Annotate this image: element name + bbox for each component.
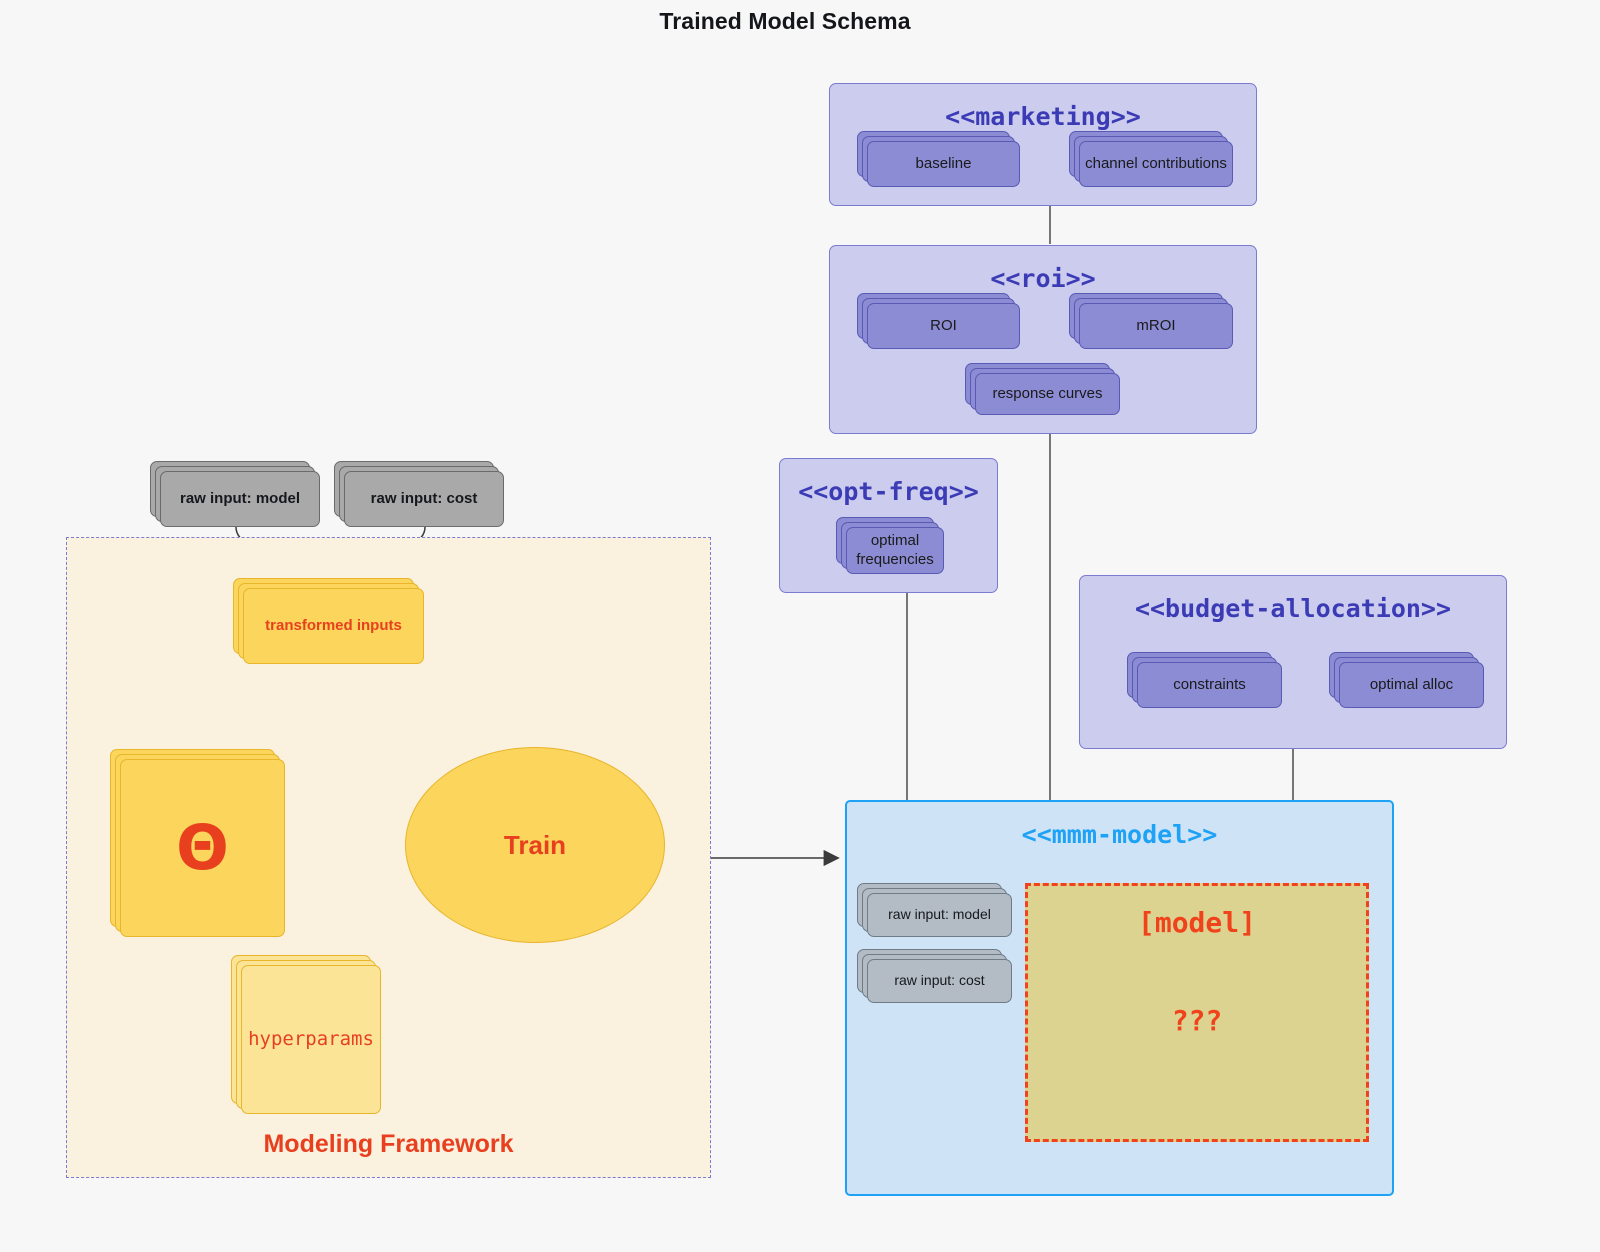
- node-mroi-label: mROI: [1079, 303, 1233, 349]
- node-optimal-frequencies-label: optimal frequencies: [846, 527, 944, 574]
- node-channel-contributions[interactable]: channel contributions: [1069, 131, 1233, 187]
- node-response-curves-label: response curves: [975, 373, 1120, 415]
- node-transformed-inputs[interactable]: transformed inputs: [233, 578, 424, 664]
- node-hyperparams-label: hyperparams: [241, 965, 381, 1114]
- model-slot-title: [model]: [1137, 906, 1256, 939]
- node-roi[interactable]: ROI: [857, 293, 1020, 349]
- package-roi-title: <<roi>>: [990, 264, 1096, 293]
- model-placeholder-slot[interactable]: [model] ???: [1025, 883, 1369, 1142]
- node-optimal-alloc-label: optimal alloc: [1339, 662, 1484, 708]
- node-mroi[interactable]: mROI: [1069, 293, 1233, 349]
- raw-input-cost-label: raw input: cost: [344, 471, 504, 527]
- node-response-curves[interactable]: response curves: [965, 363, 1120, 415]
- mmm-model-title: <<mmm-model>>: [1021, 820, 1218, 849]
- node-constraints[interactable]: constraints: [1127, 652, 1282, 708]
- raw-input-model[interactable]: raw input: model: [150, 461, 320, 527]
- mmm-raw-input-cost-label: raw input: cost: [867, 959, 1012, 1003]
- raw-input-model-label: raw input: model: [160, 471, 320, 527]
- modeling-framework-label: Modeling Framework: [263, 1130, 514, 1158]
- node-theta[interactable]: Θ: [110, 749, 285, 937]
- mmm-raw-input-model[interactable]: raw input: model: [857, 883, 1012, 937]
- mmm-raw-input-cost[interactable]: raw input: cost: [857, 949, 1012, 1003]
- package-opt-freq-title: <<opt-freq>>: [798, 477, 979, 506]
- raw-input-cost[interactable]: raw input: cost: [334, 461, 504, 527]
- node-optimal-frequencies[interactable]: optimal frequencies: [836, 517, 944, 574]
- node-channel-contributions-label: channel contributions: [1079, 141, 1233, 187]
- node-baseline[interactable]: baseline: [857, 131, 1020, 187]
- model-slot-unknown: ???: [1171, 1004, 1223, 1037]
- theta-symbol: Θ: [120, 759, 285, 937]
- mmm-raw-input-model-label: raw input: model: [867, 893, 1012, 937]
- package-budget-allocation-title: <<budget-allocation>>: [1134, 594, 1452, 623]
- node-constraints-label: constraints: [1137, 662, 1282, 708]
- node-roi-label: ROI: [867, 303, 1020, 349]
- node-optimal-alloc[interactable]: optimal alloc: [1329, 652, 1484, 708]
- page-title: Trained Model Schema: [659, 8, 911, 34]
- node-baseline-label: baseline: [867, 141, 1020, 187]
- node-hyperparams[interactable]: hyperparams: [231, 955, 381, 1114]
- train-label: Train: [503, 829, 567, 860]
- package-marketing-title: <<marketing>>: [945, 102, 1141, 131]
- node-transformed-inputs-label: transformed inputs: [243, 588, 424, 664]
- train-ellipse[interactable]: Train: [405, 747, 665, 943]
